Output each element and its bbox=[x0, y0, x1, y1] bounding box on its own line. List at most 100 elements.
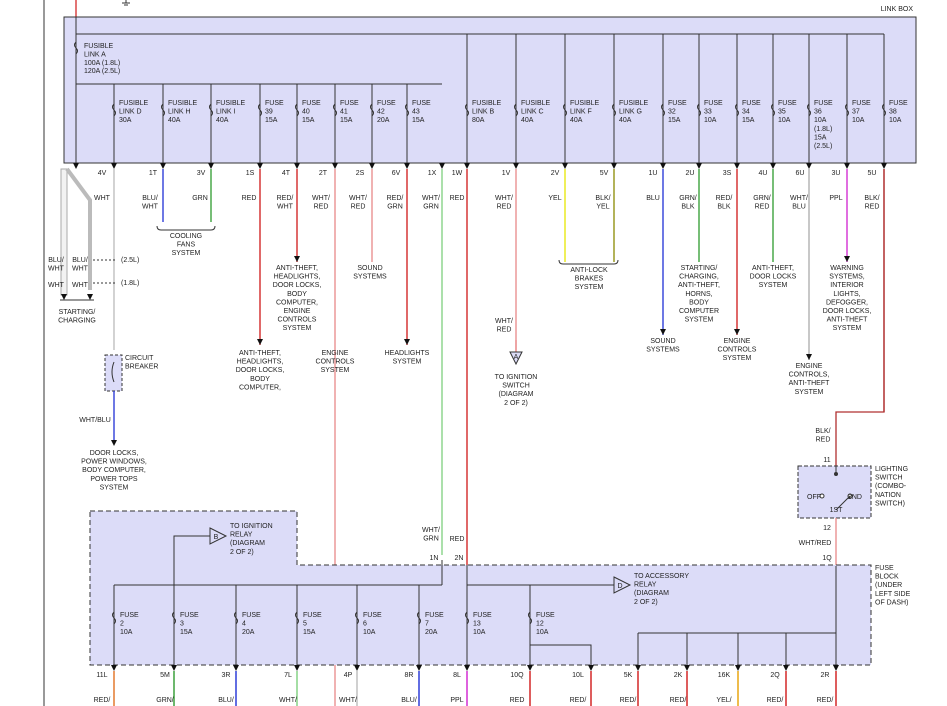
engine-controls-label-line: ENGINE bbox=[322, 350, 349, 357]
link-box-element-label-line: 15A bbox=[340, 117, 353, 124]
terminal-arrow-icon bbox=[160, 163, 166, 169]
warning-systems-label-line: INTERIOR bbox=[830, 282, 863, 289]
terminal-arrow-icon bbox=[588, 665, 594, 671]
link-box-element-label-line: 30A bbox=[119, 117, 132, 124]
terminal-arrow-icon bbox=[416, 665, 422, 671]
bottom-wire-label: WHT/ bbox=[339, 697, 357, 704]
engine-controls-label-line: SYSTEM bbox=[795, 389, 824, 396]
terminal-arrow-icon bbox=[354, 665, 360, 671]
wire-end-arrow-icon bbox=[844, 256, 850, 262]
link-box-element-label-line: FUSE bbox=[668, 100, 687, 107]
bottom-terminal-label: 16K bbox=[718, 672, 731, 679]
lighting-switch-label-line: NATION bbox=[875, 492, 901, 499]
warning-systems-label-line: DEFOGGER, bbox=[826, 299, 868, 306]
fuse12-branch bbox=[530, 644, 592, 665]
fuse-label-line: 10A bbox=[473, 629, 486, 636]
wire-color-label-line: RED/ bbox=[716, 195, 733, 202]
link-box-element-label-line: 15A bbox=[742, 117, 755, 124]
fuse-block-outline bbox=[89, 510, 872, 666]
fuse-symbol bbox=[405, 103, 409, 117]
wire-end-arrow-icon bbox=[806, 354, 812, 360]
link-box-element-label-line: FUSIBLE bbox=[168, 100, 198, 107]
fuse-label-line: 10A bbox=[363, 629, 376, 636]
switch-off-label: OFF bbox=[807, 494, 821, 501]
link-box-element-label-line: 43 bbox=[412, 109, 420, 116]
switch-arm bbox=[835, 466, 851, 511]
ignition-relay-label-line: (DIAGRAM bbox=[230, 540, 265, 547]
terminal-arrow-icon bbox=[513, 163, 519, 169]
door-locks-label-line: SYSTEM bbox=[100, 484, 129, 491]
terminal-arrow-icon bbox=[111, 665, 117, 671]
left-wire-harness bbox=[60, 168, 68, 296]
link-box-element-label-line: LINK H bbox=[168, 109, 191, 116]
link-box-element-label-line: 36 bbox=[814, 109, 822, 116]
wire-color-label-line: RED bbox=[351, 204, 366, 211]
anti-theft-label-line: CONTROLS bbox=[278, 317, 317, 324]
warning-systems-label-line: ANTI-THEFT bbox=[827, 317, 869, 324]
link-box-element-label-line: 34 bbox=[742, 109, 750, 116]
bottom-terminal-label: 2R bbox=[821, 672, 830, 679]
fuse-label-line: FUSE bbox=[180, 612, 199, 619]
blu-wht-label-line: WHT bbox=[72, 266, 89, 273]
bottom-wire-label: RED bbox=[510, 697, 525, 704]
abs-bracket bbox=[558, 259, 619, 265]
wire-end-arrow-icon bbox=[294, 256, 300, 262]
wht-blu-label: WHT/BLU bbox=[79, 417, 111, 424]
headlights-label-line: HEADLIGHTS bbox=[385, 350, 430, 357]
bottom-terminal-label: 11L bbox=[96, 672, 107, 679]
link-box-element-label-line: 10A bbox=[704, 117, 717, 124]
ignition-relay-label-line: 2 OF 2) bbox=[230, 549, 254, 556]
terminal-label: 1W bbox=[452, 170, 463, 177]
abs-label-line: ANTI-LOCK bbox=[570, 267, 608, 274]
fuse-label-line: FUSE bbox=[363, 612, 382, 619]
link-box-title: LINK BOX bbox=[881, 6, 914, 13]
starting-charging-label-line: BODY bbox=[689, 299, 709, 306]
terminal-label: 5U bbox=[868, 170, 877, 177]
link-box-element-label-line: FUSE bbox=[778, 100, 797, 107]
lighting-switch-box bbox=[797, 465, 872, 519]
sound-systems-label-line: SYSTEMS bbox=[646, 347, 680, 354]
link-box-element-label-line: LINK C bbox=[521, 109, 544, 116]
fuse-label-line: FUSE bbox=[536, 612, 555, 619]
fuse-symbol bbox=[112, 611, 116, 625]
wire-color-label-line: WHT/ bbox=[495, 195, 513, 202]
link-box-element-label-line: FUSIBLE bbox=[119, 100, 149, 107]
terminal-arrow-icon bbox=[844, 163, 850, 169]
anti-theft-label-line: COMPUTER, bbox=[276, 299, 318, 306]
wire-color-label-line: BLK/ bbox=[595, 195, 610, 202]
wire-color-label-line: WHT/ bbox=[422, 195, 440, 202]
terminal-arrow-icon bbox=[783, 665, 789, 671]
wht-label: WHT bbox=[48, 282, 65, 289]
anti-theft-label-line: ANTI-THEFT, bbox=[239, 350, 281, 357]
fuse-label-line: 20A bbox=[242, 629, 255, 636]
terminal-arrow-icon bbox=[171, 665, 177, 671]
abs-label-line: SYSTEM bbox=[575, 284, 604, 291]
wire-color-label-line: GRN/ bbox=[753, 195, 771, 202]
link-box-element-label-line: FUSE bbox=[852, 100, 871, 107]
fuse-label-line: 15A bbox=[180, 629, 193, 636]
link-box-element-label-line: LINK D bbox=[119, 109, 142, 116]
ignition-relay-label-line: RELAY bbox=[230, 532, 253, 539]
link-box-element-label-line: FUSE bbox=[889, 100, 908, 107]
bottom-wire-label: RED/ bbox=[94, 697, 111, 704]
terminal-label: 5V bbox=[600, 170, 609, 177]
fuse-symbol bbox=[735, 103, 739, 117]
link-box-element-label-line: FUSE bbox=[340, 100, 359, 107]
ignition-switch-label-line: (DIAGRAM bbox=[499, 391, 534, 398]
abs-label-line: BRAKES bbox=[575, 276, 604, 283]
link-box-terminals: B4V1T3V1S4T2T2S6V1X1W1V2V5V1U2U3S4U6U3U5… bbox=[62, 163, 887, 177]
fuse-label-line: FUSE bbox=[242, 612, 261, 619]
terminal-arrow-icon bbox=[660, 163, 666, 169]
fuse-symbol bbox=[295, 103, 299, 117]
wire-color-label-line: WHT/ bbox=[790, 195, 808, 202]
wire-color-label-line: WHT/ bbox=[349, 195, 367, 202]
terminal-arrow-icon bbox=[294, 665, 300, 671]
fuse-label-line: 15A bbox=[303, 629, 316, 636]
terminal-arrow-icon bbox=[735, 665, 741, 671]
anti-theft-label-line: SYSTEM bbox=[283, 325, 312, 332]
wht-red-label: WHT/RED bbox=[799, 540, 832, 547]
link-box-element-label-line: FUSE bbox=[412, 100, 431, 107]
starting-charging-label-line: ANTI-THEFT, bbox=[678, 282, 720, 289]
wire-color-label-line: GRN/ bbox=[679, 195, 697, 202]
